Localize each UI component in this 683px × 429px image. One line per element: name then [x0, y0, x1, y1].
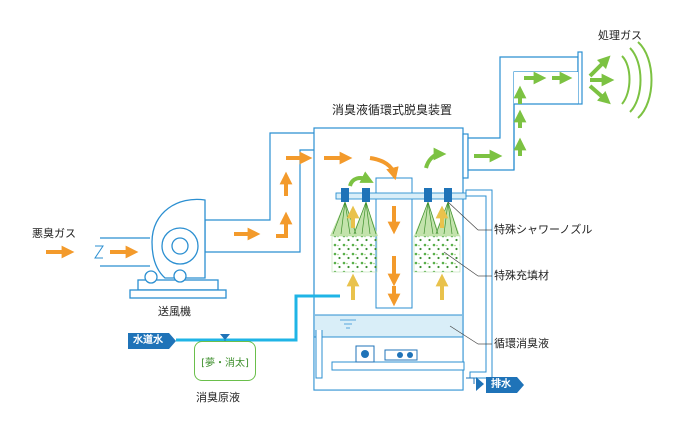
- deodorant-stock-label: 消臭原液: [196, 391, 240, 404]
- z-mark: [94, 245, 104, 259]
- deodorant-tank: [夢・消太]: [194, 341, 256, 381]
- water-supply-tag: 水道水: [128, 333, 176, 349]
- output-gas-label: 処理ガス: [598, 29, 642, 42]
- packing-left: [331, 235, 378, 273]
- yellow-up-arrows: [346, 205, 449, 300]
- fan-label: 送風機: [158, 305, 191, 318]
- pump: [331, 345, 465, 371]
- leader-lines: [443, 201, 492, 345]
- circulation-pipe: [315, 189, 493, 379]
- blower-fan: [129, 198, 227, 299]
- tank-label: [夢・消太]: [201, 358, 249, 369]
- packing-label: 特殊充填材: [494, 269, 549, 282]
- diagram-title: 消臭液循環式脱臭装置: [332, 103, 453, 117]
- drain-pipe: [466, 377, 475, 384]
- valve-icon: [220, 334, 230, 340]
- circulating-liquid-label: 循環消臭液: [494, 337, 549, 350]
- green-arrows: [348, 55, 615, 187]
- shower-nozzle-label: 特殊シャワーノズル: [494, 223, 593, 236]
- water-pipe: [176, 294, 340, 342]
- gas-waves: [621, 41, 653, 119]
- packing-right: [413, 235, 461, 273]
- drain-arrow-icon: [476, 377, 484, 391]
- orange-arrows: [46, 151, 401, 307]
- drain-tag: 排水: [486, 377, 524, 393]
- outlet-duct: [462, 51, 583, 179]
- input-gas-label: 悪臭ガス: [32, 227, 76, 240]
